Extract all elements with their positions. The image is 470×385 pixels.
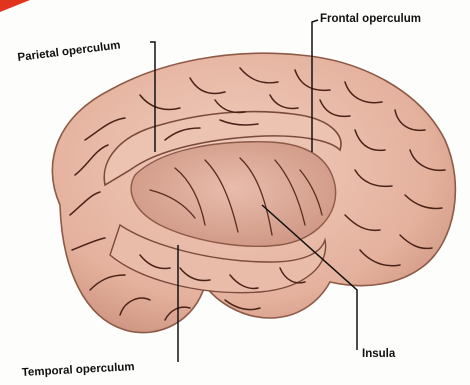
label-frontal-operculum: Frontal operculum bbox=[320, 13, 421, 25]
label-temporal-operculum: Temporal operculum bbox=[22, 361, 135, 379]
label-parietal-operculum: Parietal operculum bbox=[17, 39, 121, 64]
label-insula: Insula bbox=[362, 348, 396, 360]
corner-accent bbox=[0, 0, 30, 12]
